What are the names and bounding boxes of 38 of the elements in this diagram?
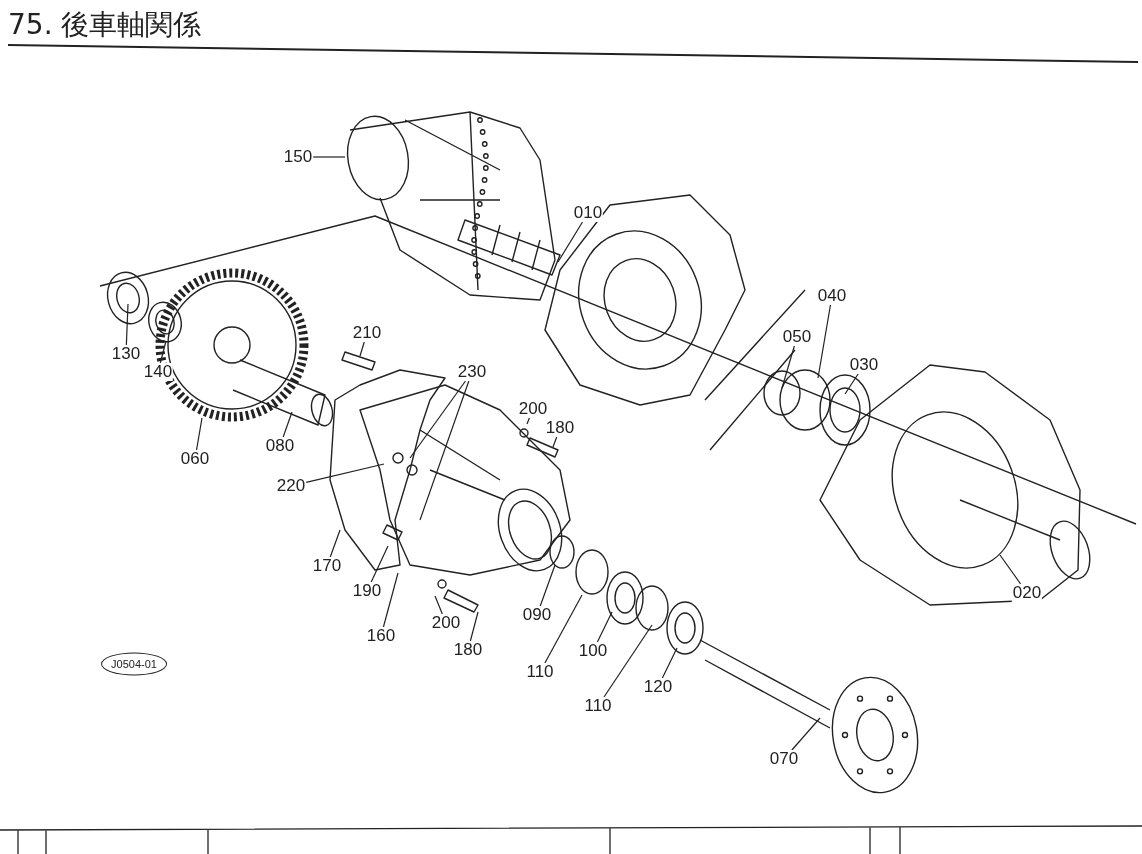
leader-line [603, 624, 653, 698]
leader-line [526, 417, 530, 425]
leader-line [125, 303, 129, 346]
leader-line [282, 411, 293, 438]
leader-line [382, 572, 399, 628]
callout-number: 010 [572, 204, 604, 222]
leader-line [999, 554, 1022, 585]
leader-line [817, 304, 832, 379]
leader-line [370, 545, 389, 583]
callout-number: 050 [781, 328, 813, 346]
callout-number: 020 [1011, 584, 1043, 602]
leader-line [419, 380, 470, 521]
leader-line [434, 595, 443, 615]
callout-number: 030 [848, 356, 880, 374]
leader-line [552, 436, 558, 448]
leader-line [195, 417, 203, 451]
leader-line [544, 594, 583, 664]
leader-line [844, 373, 859, 395]
callout-number: 140 [142, 363, 174, 381]
leader-line [596, 611, 613, 643]
leader-line [329, 529, 341, 558]
callout-number: 180 [544, 419, 576, 437]
leader-line [312, 156, 346, 158]
leader-line [359, 341, 365, 357]
callout-number: 200 [517, 400, 549, 418]
leader-line [469, 611, 479, 642]
callout-number: 210 [351, 324, 383, 342]
leader-line [661, 647, 678, 679]
title: 75. 後車軸関係 [8, 8, 202, 42]
figure-code-oval: J0504-01 [101, 652, 167, 676]
leader-line [557, 221, 584, 263]
leader-line [305, 463, 385, 483]
leader-line [159, 340, 167, 364]
leader-line [791, 717, 821, 751]
leader-line [409, 380, 467, 459]
callout-number: 230 [456, 363, 488, 381]
leader-line [781, 345, 795, 389]
leader-line [539, 564, 556, 607]
